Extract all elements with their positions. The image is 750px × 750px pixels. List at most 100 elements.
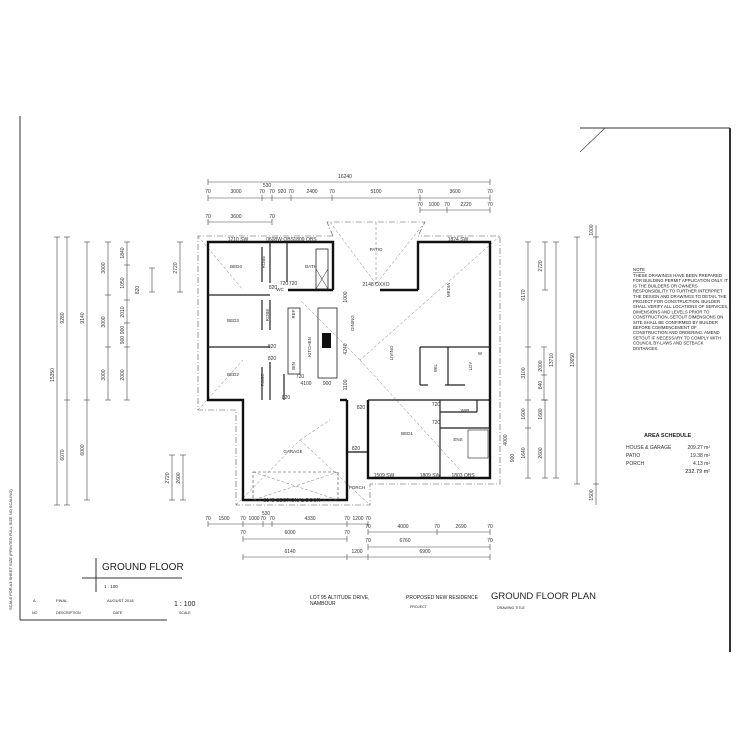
dimension-label: 2000 <box>538 360 544 371</box>
opening-label: 1100 <box>343 379 349 390</box>
view-scale: 1 : 100 <box>104 584 118 589</box>
room-label: BIN <box>291 362 296 370</box>
room-label: W <box>478 351 483 356</box>
dimension-label: 70 <box>259 189 265 195</box>
dimension-label: 15350 <box>50 368 56 382</box>
dimension-label: 70 <box>269 189 275 195</box>
opening-label: 4240 <box>343 343 349 354</box>
roof-outline <box>197 221 501 506</box>
address-line1: LOT 95 ALTITUDE DRIVE, <box>310 595 370 601</box>
dimension-label: 1500 <box>218 516 229 522</box>
dimension-label: 70 <box>417 189 423 195</box>
dimension-label: 2010 <box>120 306 126 317</box>
room-label: WIL <box>433 364 438 372</box>
dimension-label: 1500 <box>589 489 595 500</box>
area-total: 232.79 m² <box>685 469 710 475</box>
dimension-label: 6760 <box>399 538 410 544</box>
opening-label: 720 <box>289 281 298 287</box>
col-date-label: DATE <box>113 611 123 615</box>
note-line: SITE SHALL BE CONFIRMED BY BUILDER <box>633 320 718 325</box>
opening-label: 4100 <box>300 381 311 387</box>
dimension-label: 5100 <box>370 189 381 195</box>
dimension-label: 4000 <box>397 524 408 530</box>
col-description-label: DESCRIPTION <box>56 611 81 615</box>
opening-label: 0608W OBS <box>266 237 294 243</box>
dimension-label: 70 <box>269 516 275 522</box>
dimension-label: 9280 <box>60 312 66 323</box>
dimension-label: 820 <box>135 286 141 295</box>
dimension-label: 6070 <box>60 449 66 460</box>
opening-label: 1803 OBS <box>451 473 475 479</box>
dimension-label: 1640 <box>521 447 527 458</box>
revision-description: FINAL <box>56 598 68 603</box>
dimension-label: 70 <box>344 530 350 536</box>
dimension-label: 900 <box>120 336 126 345</box>
opening-label: 1509 SW <box>374 473 395 479</box>
room-label: WIR <box>461 408 470 413</box>
note-line: DIMENSIONS AND LEVELS PRIOR TO <box>633 309 710 314</box>
drawing-title: GROUND FLOOR PLAN <box>491 591 596 602</box>
room-label: ROBE <box>260 374 265 387</box>
dimension-label: 4000 <box>503 434 509 445</box>
dimension-label: 70 <box>205 189 211 195</box>
dimension-label: 1050 <box>120 277 126 288</box>
dimension-label: 2720 <box>538 260 544 271</box>
dimension-label: 920 <box>278 189 287 195</box>
dimension-label: 1600 <box>538 408 544 419</box>
dimension-label: 70 <box>329 189 335 195</box>
dimension-label: 2600 <box>538 447 544 458</box>
room-label: BATH <box>305 264 317 269</box>
revision-no: A <box>33 598 36 603</box>
dimension-label: 1600 <box>521 408 527 419</box>
dimension-label: 2600 <box>176 472 182 483</box>
dimension-label: 3600 <box>449 189 460 195</box>
dimension-label: 70 <box>269 214 275 220</box>
col-no-label: NO <box>32 611 38 615</box>
drawing-title-label: DRAWING TITLE <box>497 606 526 610</box>
dimension-label: 6170 <box>521 289 527 300</box>
room-label: LIVING <box>389 345 394 360</box>
room-label: LDY <box>468 362 473 371</box>
dimension-label: 70 <box>260 516 266 522</box>
opening-label: 1809 SW <box>420 473 441 479</box>
opening-label: 1210 SW <box>228 237 249 243</box>
dimension-label: 840 <box>538 381 544 390</box>
scale-value: 1 : 100 <box>174 601 196 608</box>
dimension-label: 6140 <box>284 549 295 555</box>
room-label: BED4 <box>230 264 242 269</box>
dimension-label: 70 <box>240 530 246 536</box>
dimension-label: 2690 <box>455 524 466 530</box>
dimension-label: 530 <box>262 511 271 517</box>
room-label: ROBE <box>265 309 270 322</box>
dimension-label: 1200 <box>352 516 363 522</box>
room-label: MEDIA <box>446 283 451 297</box>
opening-label: 820 <box>268 356 277 362</box>
note-line: THESE DRAWINGS HAVE BEEN PREPARED <box>633 273 722 278</box>
dimension-label: 13650 <box>570 353 576 367</box>
room-label: ENS <box>453 437 462 442</box>
dimension-label: 900 <box>510 454 516 463</box>
dimension-label: 3600 <box>230 214 241 220</box>
note-line: COUNCIL BY-LAWS AND SETBACK <box>633 341 704 346</box>
opening-label: 820 <box>268 344 277 350</box>
dimension-label: 3000 <box>230 189 241 195</box>
room-label: BED2 <box>227 372 239 377</box>
opening-label: 900 <box>323 381 332 387</box>
dimension-label: 1200 <box>351 549 362 555</box>
dimension-label: 3000 <box>101 369 107 380</box>
opening-label: 820 <box>269 285 278 291</box>
opening-label: 2148 OXXO <box>363 282 390 288</box>
note-line: FOR BUILDING PERMIT APPLICATION ONLY. IT <box>633 278 729 283</box>
cooktop <box>322 333 331 348</box>
notes-block: NOTE THESE DRAWINGS HAVE BEEN PREPAREDFO… <box>633 267 729 351</box>
dimension-label: 2720 <box>165 472 171 483</box>
opening-label: 1809 OBS <box>293 237 317 243</box>
dimension-label: 70 <box>288 189 294 195</box>
area-row-value: 19.38 m² <box>690 453 710 459</box>
opening-label: 820 <box>357 405 366 411</box>
opening-label: 720 <box>432 420 441 426</box>
room-label: GARAGE <box>283 449 302 454</box>
dimension-label: 70 <box>240 516 246 522</box>
